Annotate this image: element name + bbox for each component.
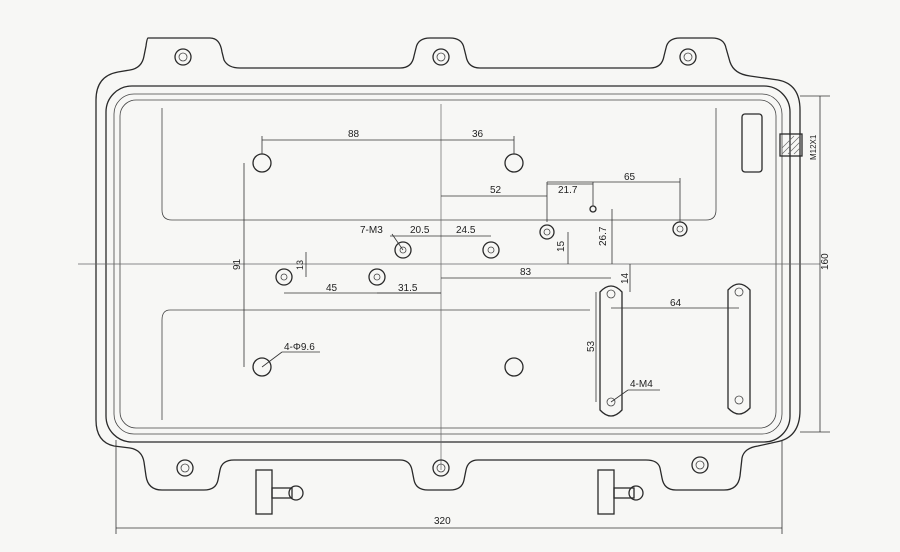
- dim-52: 52: [490, 185, 502, 196]
- dim-m12: M12X1: [809, 134, 818, 160]
- m3-boss-6: [672, 221, 688, 237]
- hole-phi-1: [252, 153, 272, 173]
- dim-36: 36: [472, 129, 484, 140]
- hole-phi-4: [504, 357, 524, 377]
- mounting-hole-bottom-left: [176, 459, 194, 477]
- dim-53: 53: [586, 340, 597, 352]
- m3-boss-3: [275, 268, 293, 286]
- right-boss: [741, 113, 763, 173]
- m3-boss-2: [482, 241, 500, 259]
- dim-15: 15: [556, 240, 567, 252]
- dim-88: 88: [348, 129, 360, 140]
- m12-hatch: [781, 135, 801, 155]
- m4-slot-left: [599, 285, 623, 417]
- dim-320: 320: [434, 516, 451, 527]
- m3-boss-4: [368, 268, 386, 286]
- mounting-hole-bottom-center: [432, 459, 450, 477]
- m3-boss-5: [539, 224, 555, 240]
- dimension-lines: [115, 95, 830, 534]
- dim-24-5: 24.5: [456, 225, 476, 236]
- dim-26-7: 26.7: [598, 226, 609, 246]
- dim-21-7: 21.7: [558, 185, 578, 196]
- dim-7m3: 7-M3: [360, 225, 383, 236]
- dim-31-5: 31.5: [398, 283, 418, 294]
- upper-pocket: [161, 108, 717, 221]
- small-pin: [589, 205, 597, 213]
- m3-boss-1: [394, 241, 412, 259]
- dim-83: 83: [520, 267, 532, 278]
- bottom-fitting-left: [255, 469, 304, 515]
- mounting-hole-top-right: [679, 48, 697, 66]
- dim-20-5: 20.5: [410, 225, 430, 236]
- mounting-hole-top-center: [432, 48, 450, 66]
- m4-slot-right: [727, 283, 751, 415]
- dim-91: 91: [232, 258, 243, 270]
- hole-phi-2: [504, 153, 524, 173]
- dim-65: 65: [624, 172, 636, 183]
- outer-flange-outline: [95, 37, 801, 491]
- hole-phi-3: [252, 357, 272, 377]
- dim-64: 64: [670, 298, 682, 309]
- dim-4-m4: 4-M4: [630, 379, 653, 390]
- dim-14: 14: [620, 272, 631, 284]
- bottom-fitting-right: [597, 469, 644, 515]
- dim-4-phi: 4-Φ9.6: [284, 342, 315, 353]
- m12-fitting: [779, 133, 803, 157]
- mounting-hole-bottom-right: [691, 456, 709, 474]
- lower-pocket: [161, 309, 590, 420]
- dim-160: 160: [820, 253, 831, 270]
- mounting-hole-top-left: [174, 48, 192, 66]
- dim-13: 13: [295, 260, 305, 270]
- dim-45: 45: [326, 283, 338, 294]
